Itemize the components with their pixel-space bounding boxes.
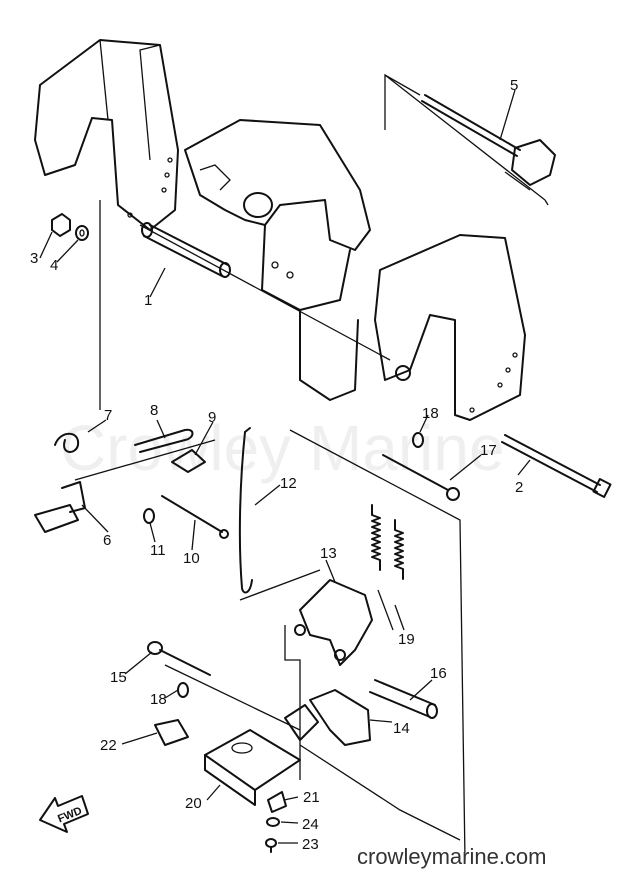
callout-21: 21: [303, 789, 320, 806]
callout-4: 4: [50, 257, 58, 274]
forward-direction-arrow: FWD: [39, 795, 89, 833]
swivel-bracket: [184, 119, 371, 401]
part-2-bolt: [501, 434, 612, 498]
callout-24: 24: [302, 816, 319, 833]
callout-23: 23: [302, 836, 319, 853]
part-3-nut: [51, 213, 71, 237]
part-8-spring-pin: [134, 428, 194, 453]
assembly-lines: [74, 73, 549, 861]
callout-18-upper: 18: [422, 405, 439, 422]
part-6-latch: [34, 481, 86, 533]
part-18-washer-upper: [412, 432, 424, 448]
part-10-long-pin: [161, 495, 229, 539]
part-14-lower-bracket: [284, 689, 371, 746]
callout-5: 5: [510, 77, 518, 94]
part-23-screw: [265, 838, 277, 853]
callout-12: 12: [280, 475, 297, 492]
callout-15: 15: [110, 669, 127, 686]
callout-7: 7: [104, 407, 112, 424]
callout-11: 11: [150, 542, 166, 559]
callout-18-lower: 18: [150, 691, 167, 708]
callout-16: 16: [430, 665, 447, 682]
part-4-washer: [75, 225, 89, 241]
part-13-lever-bracket: [294, 579, 373, 666]
part-9-bracket: [171, 449, 206, 473]
part-20-base-plate: [204, 729, 301, 806]
right-clamp-bracket: [374, 234, 526, 421]
callout-2: 2: [515, 479, 523, 496]
callout-13: 13: [320, 545, 337, 562]
callout-6: 6: [103, 532, 111, 549]
part-17-bolt: [382, 454, 460, 501]
part-21-clip: [267, 791, 287, 813]
part-15-pin: [147, 641, 211, 676]
callout-19: 19: [398, 631, 415, 648]
part-7-clip: [54, 432, 80, 453]
callout-22: 22: [100, 737, 117, 754]
left-clamp-bracket: [34, 39, 179, 231]
part-12-rod: [238, 427, 253, 594]
site-url: crowleymarine.com: [357, 844, 547, 869]
leader-lines: [39, 89, 531, 844]
callout-10: 10: [183, 550, 200, 567]
watermark: Crowley Marine: [60, 412, 505, 484]
callout-3: 3: [30, 250, 38, 267]
callout-20: 20: [185, 795, 202, 812]
part-19-springs: [371, 504, 404, 580]
part-1-tube: [141, 222, 231, 278]
part-18-washer-lower: [177, 682, 189, 698]
part-11-washer: [143, 508, 155, 524]
part-5-rod-knob: [421, 94, 556, 191]
callout-8: 8: [150, 402, 158, 419]
callout-9: 9: [208, 409, 216, 426]
part-22-cap: [154, 719, 189, 746]
part-16-roller: [369, 679, 438, 719]
callout-17: 17: [480, 442, 497, 459]
callout-1: 1: [144, 292, 152, 309]
part-24-washer: [266, 817, 280, 827]
callout-14: 14: [393, 720, 410, 737]
